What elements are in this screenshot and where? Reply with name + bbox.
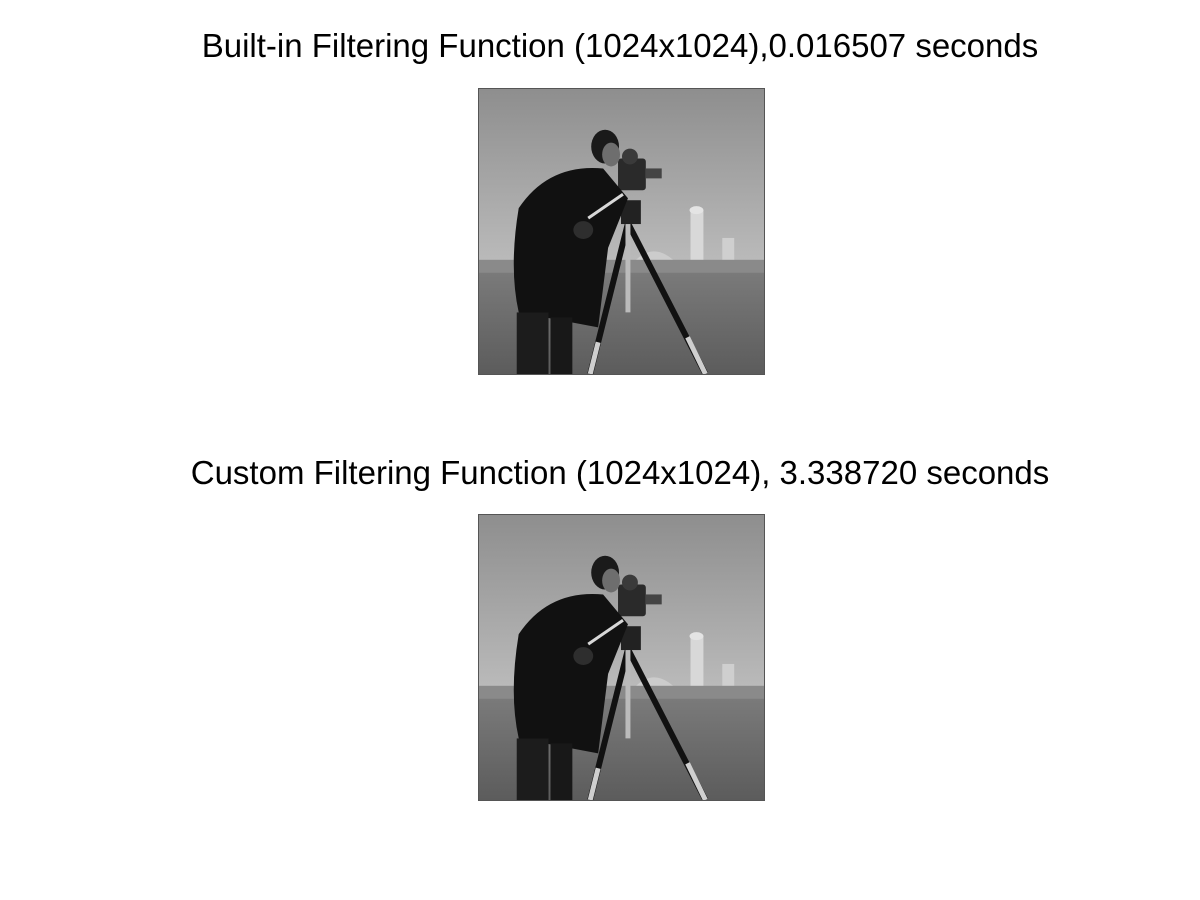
cameraman-image-builtin <box>478 88 765 375</box>
panel-title-custom: Custom Filtering Function (1024x1024), 3… <box>190 454 1050 491</box>
cameraman-image-custom <box>478 514 765 801</box>
panel-title-builtin: Built-in Filtering Function (1024x1024),… <box>201 27 1039 64</box>
cameraman-photo <box>479 515 764 800</box>
cameraman-photo <box>479 89 764 374</box>
